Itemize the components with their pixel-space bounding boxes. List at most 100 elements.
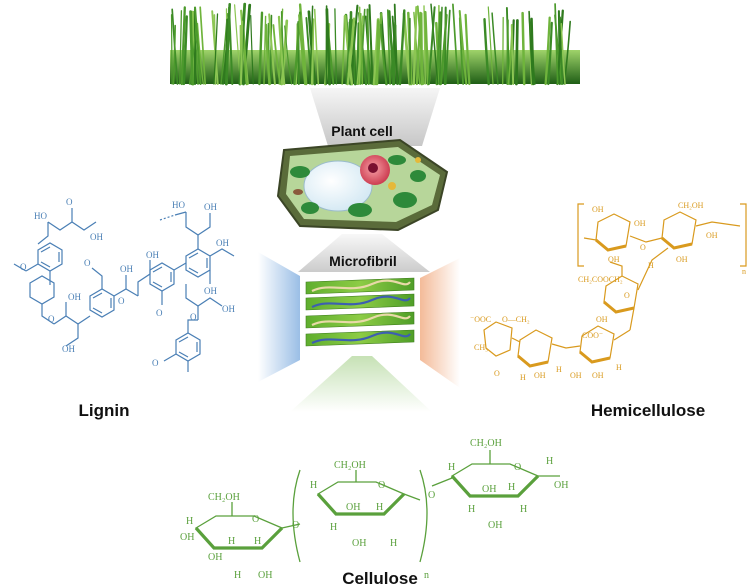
grass-blade xyxy=(199,6,207,85)
svg-text:HO: HO xyxy=(34,211,47,221)
grass-blade xyxy=(213,13,219,85)
grass-blade xyxy=(439,13,448,86)
grass-image xyxy=(170,2,580,86)
microfibril-strands xyxy=(305,277,415,347)
svg-text:OH: OH xyxy=(482,484,496,495)
grass-blade xyxy=(366,8,370,85)
grass-blade xyxy=(170,14,173,85)
microfibril-strand xyxy=(305,293,415,311)
grass-blade xyxy=(515,19,519,86)
svg-text:OH: OH xyxy=(346,502,360,513)
svg-text:H: H xyxy=(520,504,527,515)
grass-blade xyxy=(464,13,471,86)
svg-text:OH: OH xyxy=(204,202,217,212)
grass-blade xyxy=(413,11,421,85)
svg-text:H: H xyxy=(448,462,455,473)
svg-text:H: H xyxy=(228,536,235,547)
svg-text:OH: OH xyxy=(204,286,217,296)
svg-text:O—CH₂: O—CH₂ xyxy=(502,315,530,324)
svg-text:O: O xyxy=(190,312,197,322)
grass-blade xyxy=(258,11,264,86)
svg-text:H: H xyxy=(520,373,526,382)
svg-text:O: O xyxy=(66,197,73,207)
svg-text:OH: OH xyxy=(706,231,718,240)
grass-blade xyxy=(277,15,286,86)
cellulose-structure xyxy=(194,450,560,563)
microfibril-chain xyxy=(311,295,411,309)
svg-text:OH: OH xyxy=(596,315,608,324)
microfibril-chain xyxy=(311,331,411,345)
svg-text:OH: OH xyxy=(592,205,604,214)
svg-text:OH: OH xyxy=(216,238,229,248)
svg-text:OH: OH xyxy=(634,219,646,228)
grass-blade xyxy=(360,13,364,85)
svg-text:H: H xyxy=(254,536,261,547)
grass-blade xyxy=(487,6,494,85)
microfibril-label: Microfibril xyxy=(329,253,397,269)
grass-blade xyxy=(559,16,564,85)
lignin-structure xyxy=(13,208,235,372)
svg-text:OH: OH xyxy=(90,232,103,242)
grass-blade xyxy=(392,24,397,86)
cellulose-atom-labels: CH₂OH O H OH OH H H H OH O CH₂OH O H OH … xyxy=(180,438,568,581)
grass-blade xyxy=(554,3,559,85)
hemicellulose-atom-labels: OH CH₂OH OH O OH OH OH n CH₂COOCH₂ O OH … xyxy=(470,201,746,382)
svg-text:O: O xyxy=(292,520,299,531)
grass-blade xyxy=(182,15,188,86)
grass-blade xyxy=(379,23,388,85)
svg-text:H: H xyxy=(508,482,515,493)
grass-blade xyxy=(179,10,183,85)
svg-text:CH₂OH: CH₂OH xyxy=(208,492,240,503)
grass-blade xyxy=(458,10,468,85)
svg-text:O: O xyxy=(252,514,259,525)
svg-text:OH: OH xyxy=(146,250,159,260)
grass-blade xyxy=(213,14,217,85)
grass-blade xyxy=(298,14,307,86)
svg-text:OH: OH xyxy=(258,570,272,581)
grass-blade xyxy=(444,9,451,85)
grass-blade xyxy=(189,10,195,86)
svg-text:O: O xyxy=(494,369,500,378)
svg-text:OH: OH xyxy=(570,371,582,380)
grass-blade xyxy=(521,11,526,86)
svg-text:CH₂OH: CH₂OH xyxy=(470,438,502,449)
hemicellulose-label: Hemicellulose xyxy=(591,401,705,420)
svg-text:CH₂OH: CH₂OH xyxy=(334,460,366,471)
grass-blade xyxy=(423,10,430,86)
grass-blade xyxy=(172,24,176,85)
plant-cell-label: Plant cell xyxy=(331,123,392,139)
svg-text:H: H xyxy=(468,504,475,515)
svg-text:O: O xyxy=(428,490,435,501)
grass-blade xyxy=(264,23,271,86)
svg-text:H: H xyxy=(376,502,383,513)
svg-text:O: O xyxy=(640,243,646,252)
grass-blade xyxy=(510,24,515,85)
grass-blade xyxy=(483,18,490,86)
grass-blade xyxy=(547,21,553,86)
svg-text:O: O xyxy=(84,258,91,268)
svg-text:OH: OH xyxy=(676,255,688,264)
grass-blade xyxy=(269,14,273,85)
svg-text:OH: OH xyxy=(68,292,81,302)
beam-grass-to-cell xyxy=(310,88,440,146)
svg-text:H: H xyxy=(616,363,622,372)
svg-text:OH: OH xyxy=(554,480,568,491)
grass-blade xyxy=(427,6,436,85)
grass-blade xyxy=(398,9,406,86)
svg-text:⁻OOC: ⁻OOC xyxy=(470,315,491,324)
svg-text:OH: OH xyxy=(222,304,235,314)
grass-blade xyxy=(242,3,252,86)
microfibril-strand xyxy=(305,277,415,295)
grass-blade xyxy=(502,16,504,85)
grass-blade xyxy=(544,16,551,86)
grass-blade xyxy=(412,6,418,86)
grass-blade xyxy=(430,3,439,85)
svg-text:H: H xyxy=(310,480,317,491)
grass-blade xyxy=(193,6,202,86)
grass-blade xyxy=(346,17,356,86)
grass-blade xyxy=(345,18,351,85)
grass-blade xyxy=(341,15,346,85)
svg-text:H: H xyxy=(556,365,562,374)
svg-text:HO: HO xyxy=(172,200,185,210)
